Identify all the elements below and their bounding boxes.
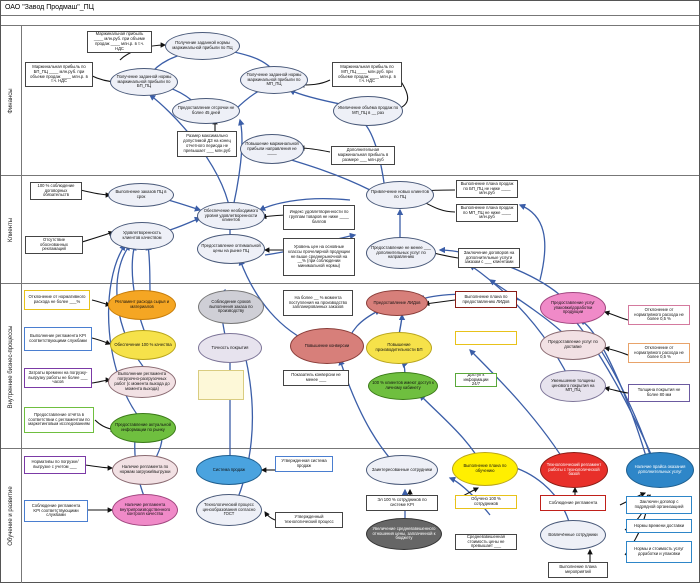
objective-productivity: Повышение производительности БП [366,332,432,364]
objective-profit-bp: Получение заданной нормы маржинальной пр… [110,68,178,96]
target-profit-bp: Маржинальная прибыль по БП_ПЦ ____ млн.р… [25,62,93,87]
target-cost-norms: Нормы и стоимость услуг доработки и упак… [626,541,692,563]
objective-profit-mp: Получение заданной нормы маржинальной пр… [240,66,308,94]
objective-deadlines: Соблюдение сроков выполнения заказа по п… [198,290,264,324]
target-kpi-emp: Эл 100 % сотрудников по системе KPI [366,495,438,511]
target-kpi-regl2: Соблюдение регламента KPI соответствующи… [24,500,88,522]
target-training-plan: Выполнение плана мероприятий [548,562,608,578]
objective-load-regl: Выполнение регламента погрузочно-разгруз… [108,366,176,398]
target-price-level: Уровень цен на основные классы прочелирн… [283,238,355,276]
objective-tech-process: Технологический процесс ценообразования … [196,494,262,526]
target-deadlines: На более __ % момента поступления на про… [283,290,353,316]
target-time-norms: Нормы времени доставки [626,519,692,533]
objective-raw-regl: Регламент расхода сырья и материалов [108,290,176,320]
target-sales-sys: Утвержденная система продаж [275,456,333,472]
target-report: Предоставление отчёта в соответствии с р… [24,407,94,433]
diagram-title: ОАО "Завод Продмаш"_ПЦ [5,4,94,11]
objective-orders: Выполнение заказов ПЦ в срок [108,183,174,207]
target-profit-total: Маржинальная прибыль ____ млн.руб. при о… [87,31,152,53]
objective-quality: Удовлетворенность клиентов качеством [110,222,174,250]
objective-load-norms: Наличие регламента по нормам загрузки/вы… [112,455,178,485]
objective-profit-total: Получение заданной нормы маржинальной пр… [165,32,240,60]
objective-sales-sys: Система продаж [196,455,262,485]
target-contract: 100 % соблюдение договорных обязательств [30,182,82,200]
objective-new-direction: Повышение маржинальной прибыли направлен… [240,134,304,164]
target-plan-mp: Выполнение плана продаж по МП_ПЦ не ниже… [456,204,518,222]
objective-service: Обеспечение необходимого уровня удовлетв… [197,202,265,230]
target-raw-norm: Отклонение от нормативного расхода не бо… [24,290,90,310]
target-delivery-norm: Отклонение от нормативного расхода не бо… [628,343,690,363]
target-tech-process: Утвержденный технологический процесс [275,512,343,528]
objective-price: Предоставление оптимальной цены на рынке… [197,234,265,264]
target-productivity [455,331,517,345]
target-profit-mp: Маржинальная прибыль по МП_ПЦ ____ млн.р… [332,62,402,87]
note-yellow [198,370,244,400]
lane-processes-label: Внутренние бизнес-процессы [1,284,22,449]
lane-finance: Финансы [1,25,699,176]
objective-services-extra: Предоставление услуг упаковки/доработки … [540,292,606,324]
target-contract-org: Заключен договор с подрядной организацие… [626,496,692,514]
target-regl: Соблюдение регламента [540,495,606,511]
lane-finance-label: Финансы [1,26,22,176]
target-ldpr: Выполнение плана по предоставлению ЛИДов [455,291,517,308]
objective-market-info: Предоставление актуальной информации по … [110,413,176,443]
target-no-claims: Отсутствие обоснованных рекламаций [25,236,83,254]
target-norms-load: Нормативы по погрузке/выгрузке с учетом … [24,456,86,474]
target-time-cost: Затраты времени на погрузку-выгрузку раб… [24,368,92,388]
target-plan-bp: Выполнение плана продаж по БП_ПЦ не ниже… [456,180,518,198]
objective-thickness: Уменьшение толщины ценового покрытия на … [540,370,606,402]
objective-kpi-control: Наличие регламента внутрипроизводственно… [112,494,178,526]
objective-extra-services: Предоставление не менее ___ дополнительн… [366,237,436,269]
target-contracts-extra: Заключение договоров на дополнительные у… [458,248,520,268]
target-satisfaction: Индекс удовлетворенности по группам това… [283,205,355,230]
objective-increase-price: Увеличение средневзвешенного отношения ц… [366,518,442,550]
target-kpi-regl: Выполнение регламента KPI соответствующи… [24,327,92,351]
objective-ldpr: Предоставление ЛИДов [366,290,428,316]
objective-quality100: Обеспечение 100 % качества [110,330,176,360]
target-thickness: Толщина покрытия не более 80 мм [628,384,690,402]
lane-clients-label: Клиенты [1,176,22,284]
target-access: Доступ к информации 24/7 [455,373,497,387]
target-services-norm: Отклонение от нормативного расхода не бо… [628,305,690,325]
objective-clients100: 100 % клиентов имеют доступ к личному ка… [368,372,438,400]
objective-motivated: Заинтересованные сотрудники [366,455,438,485]
objective-tech-regl: Технологический регламент работы с техно… [540,452,608,488]
objective-involved: Вовлечённые сотрудники [540,520,606,550]
lane-processes: Внутренние бизнес-процессы [1,283,699,449]
objective-training: Выполнение плана по обучению [452,452,518,486]
objective-new-clients: Привлечение новых клиентов по ПЦ [366,181,434,209]
objective-volume-mp: Увеличение объёма продаж по МП_ПЦ в __ р… [333,96,403,126]
target-extra-profit: Дополнительная маржинальная прибыль в ра… [331,146,395,165]
objective-accuracy: Точность покрытия [198,333,262,363]
target-conversion: Показатель конверсии не менее ___ [283,370,349,386]
objective-conversion: Повышение конверсии [290,328,364,364]
target-debt: Размер максимально допустимой ДЗ на коне… [177,131,237,157]
objective-delivery: Предоставление услуг по доставке [540,330,606,360]
target-avg-price: Средневзвешенная стоимость цены не превы… [455,534,517,550]
target-training100: Обучено 100 % сотрудников [455,495,517,509]
objective-deferral: Предоставление отсрочки не более 45 дней [172,98,240,124]
lane-learning-label: Обучение и развитие [1,449,22,583]
objective-price-list: Наличие прайса оказания дополнительных у… [626,452,694,488]
